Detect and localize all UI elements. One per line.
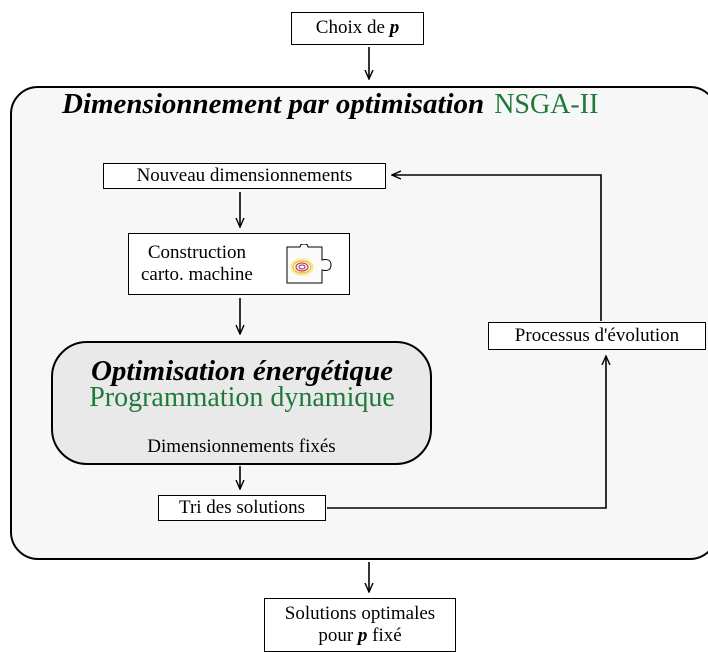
energy-optim-block xyxy=(51,341,432,465)
frame-title-method: NSGA-II xyxy=(494,89,599,120)
solutions-box: Solutions optimales pour p fixé xyxy=(264,598,456,652)
arrow-tri-to-processus xyxy=(327,356,606,509)
processus-box: Processus d'évolution xyxy=(488,322,706,350)
frame-title-main: Dimensionnement par optimisation xyxy=(62,88,485,120)
puzzle-map-icon xyxy=(284,243,338,286)
construction-line1: Construction xyxy=(147,242,246,264)
solutions-line2: pour p fixé xyxy=(285,625,435,647)
solutions-line1: Solutions optimales xyxy=(284,603,436,625)
solutions-suffix: fixé xyxy=(367,625,402,646)
choix-label: Choix de xyxy=(315,17,385,39)
tri-label: Tri des solutions xyxy=(179,496,305,518)
choix-box: Choix de p xyxy=(291,12,424,45)
construction-text: Construction carto. machine xyxy=(141,242,253,286)
energy-optim-title: Optimisation énergétique xyxy=(90,355,394,387)
solutions-variable: p xyxy=(357,625,368,646)
nouveau-box: Nouveau dimensionnements xyxy=(103,163,386,189)
choix-variable: p xyxy=(389,17,400,39)
solutions-text: Solutions optimales pour p fixé xyxy=(285,603,435,647)
nouveau-label: Nouveau dimensionnements xyxy=(136,164,353,186)
energy-optim-footer: Dimensionnements fixés xyxy=(147,436,336,457)
frame-title: Dimensionnement par optimisation NSGA-II xyxy=(62,88,598,121)
construction-box: Construction carto. machine xyxy=(128,233,350,295)
processus-label: Processus d'évolution xyxy=(514,324,680,346)
connectors xyxy=(0,47,708,632)
tri-box: Tri des solutions xyxy=(158,495,326,521)
energy-optim-subtitle: Programmation dynamique xyxy=(89,382,395,413)
solutions-prefix: pour xyxy=(318,625,358,646)
arrow-processus-to-nouveau xyxy=(392,175,602,321)
construction-line2: carto. machine xyxy=(141,264,253,285)
